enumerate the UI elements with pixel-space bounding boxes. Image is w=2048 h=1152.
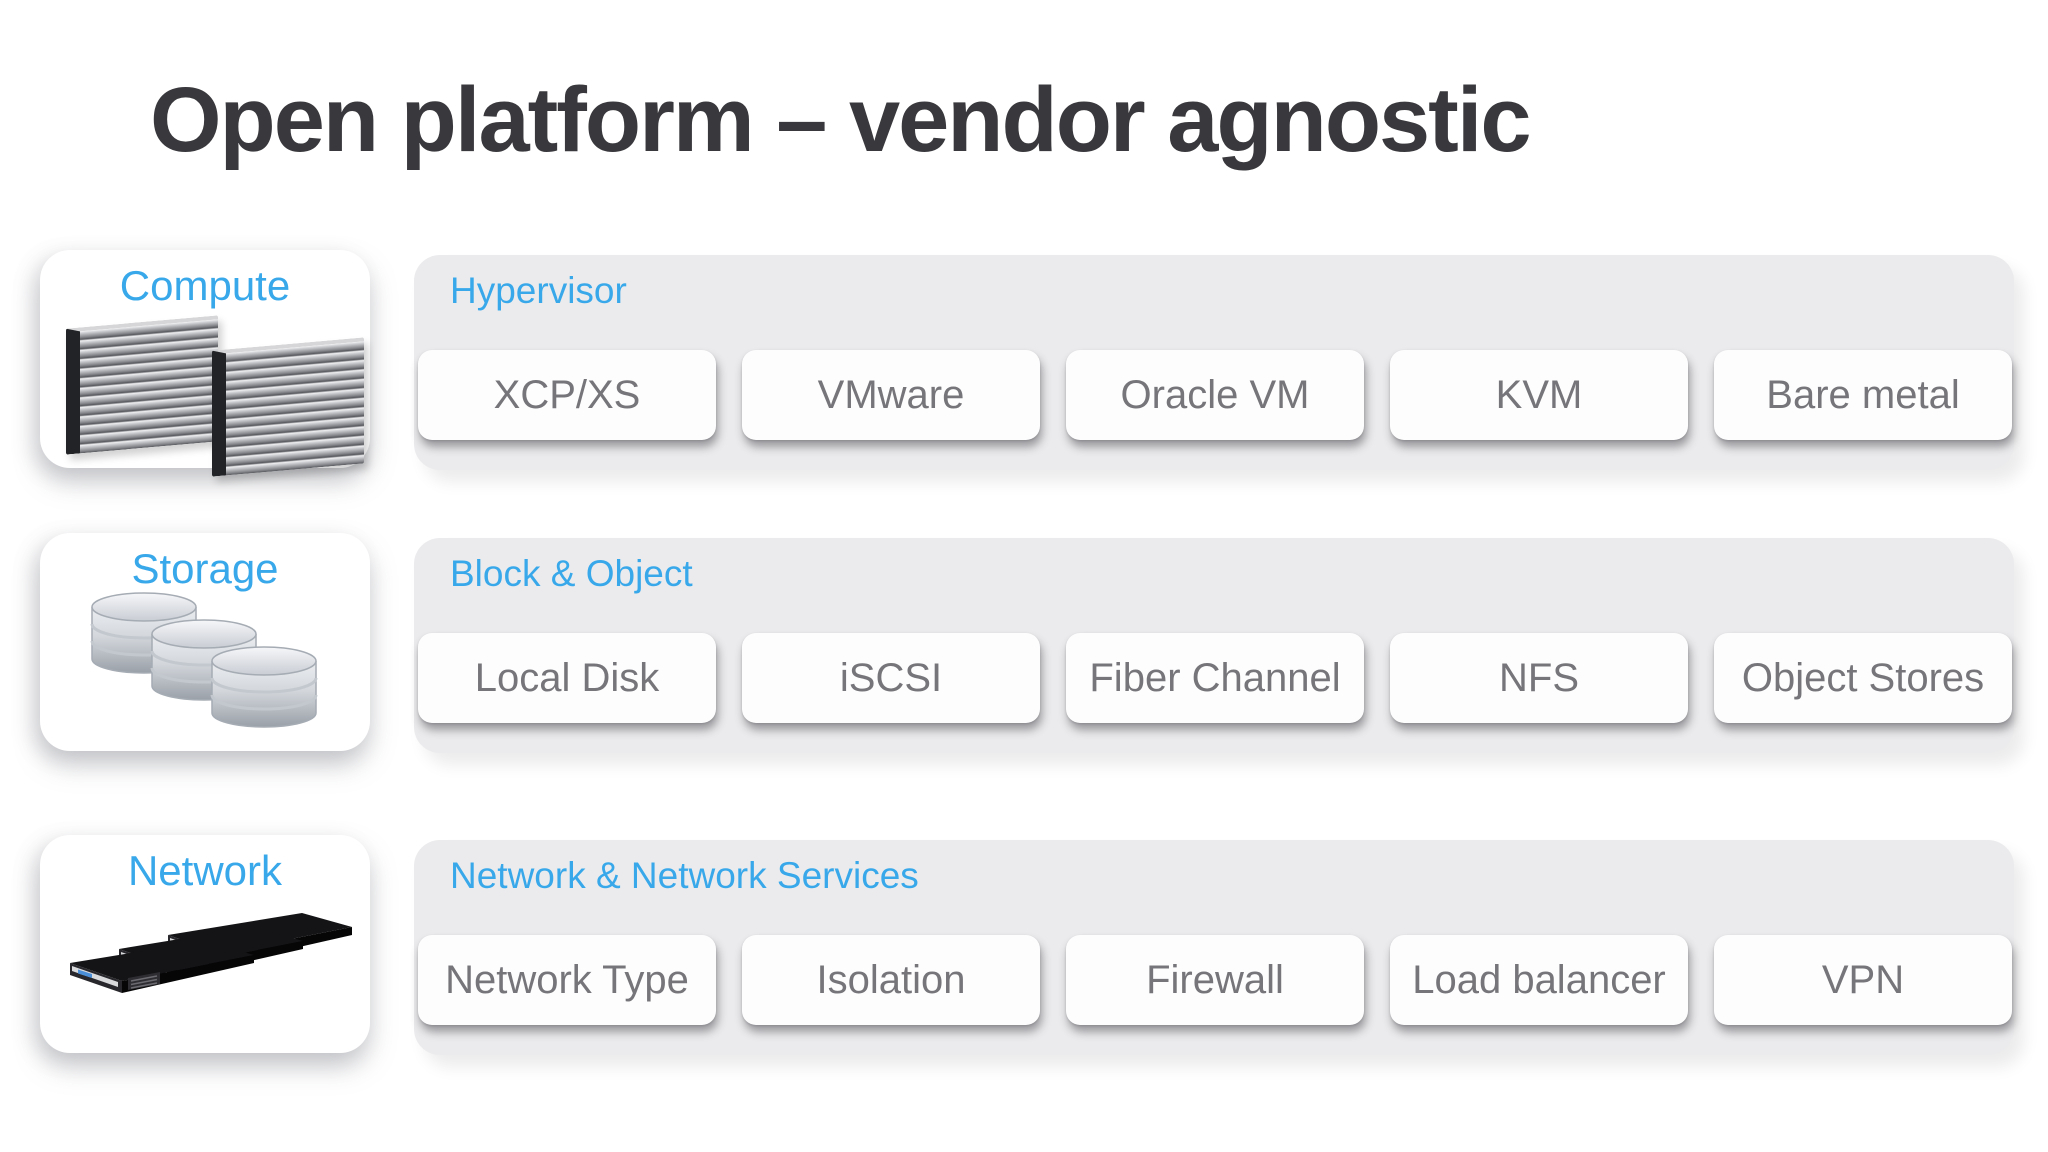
block-object-panel-label: Block & Object <box>450 553 693 594</box>
option-iscsi: iSCSI <box>742 633 1040 723</box>
hypervisor-panel-label: Hypervisor <box>450 270 627 311</box>
option-object-stores: Object Stores <box>1714 633 2012 723</box>
network-card-label: Network <box>127 847 283 894</box>
option-isolation: Isolation <box>742 935 1040 1025</box>
network-card: Network <box>40 835 370 1053</box>
server-stack-icon <box>212 337 364 477</box>
block-object-options: Local Disk iSCSI Fiber Channel NFS Objec… <box>418 633 2012 723</box>
network-services-panel: Network & Network Services Network Type … <box>414 840 2014 1055</box>
hypervisor-panel: Hypervisor XCP/XS VMware Oracle VM KVM B… <box>414 255 2014 470</box>
network-services-panel-label: Network & Network Services <box>450 855 919 896</box>
option-fiber-channel: Fiber Channel <box>1066 633 1364 723</box>
network-services-options: Network Type Isolation Firewall Load bal… <box>418 935 2012 1025</box>
option-kvm: KVM <box>1390 350 1688 440</box>
block-object-panel: Block & Object Local Disk iSCSI Fiber Ch… <box>414 538 2014 753</box>
storage-card: Storage <box>40 533 370 751</box>
option-oracle-vm: Oracle VM <box>1066 350 1364 440</box>
storage-card-label: Storage <box>131 545 279 592</box>
compute-servers-icon <box>60 314 364 477</box>
option-network-type: Network Type <box>418 935 716 1025</box>
option-vpn: VPN <box>1714 935 2012 1025</box>
option-load-balancer: Load balancer <box>1390 935 1688 1025</box>
page-title: Open platform – vendor agnostic <box>150 69 1532 171</box>
option-nfs: NFS <box>1390 633 1688 723</box>
option-local-disk: Local Disk <box>418 633 716 723</box>
server-stack-icon <box>66 315 218 455</box>
compute-card-label: Compute <box>119 262 291 309</box>
compute-card: Compute <box>40 250 370 477</box>
option-firewall: Firewall <box>1066 935 1364 1025</box>
option-vmware: VMware <box>742 350 1040 440</box>
option-xcp-xs: XCP/XS <box>418 350 716 440</box>
storage-disks-icon <box>90 591 318 729</box>
network-switches-icon <box>69 912 353 994</box>
option-bare-metal: Bare metal <box>1714 350 2012 440</box>
hypervisor-options: XCP/XS VMware Oracle VM KVM Bare metal <box>418 350 2012 440</box>
